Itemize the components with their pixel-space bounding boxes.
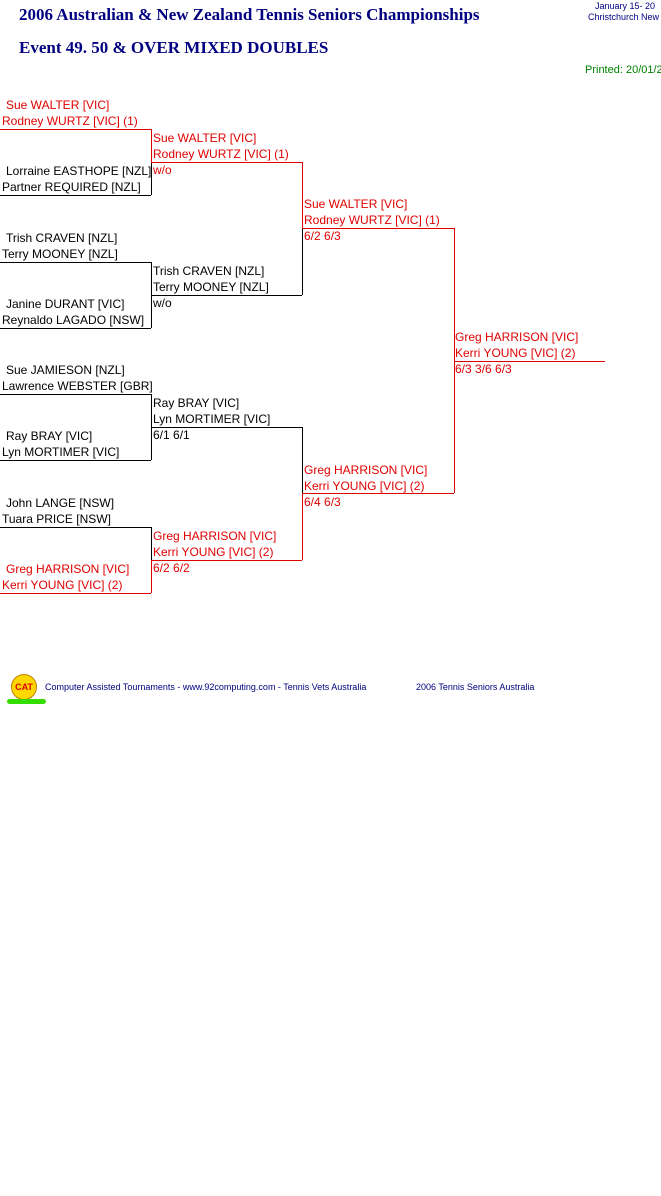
bracket-line [151, 295, 302, 296]
team-player: Rodney WURTZ [VIC] (1) [2, 114, 138, 128]
team-player: Partner REQUIRED [NZL] [2, 180, 141, 194]
bracket-line [151, 427, 302, 428]
bracket-connector [454, 228, 455, 493]
bracket-connector [151, 560, 152, 593]
team-player: Ray BRAY [VIC] [153, 396, 240, 410]
team-player: Trish CRAVEN [NZL] [153, 264, 265, 278]
bracket-line [302, 228, 454, 229]
team-player: Kerri YOUNG [VIC] (2) [455, 346, 576, 360]
cat-logo: CAT [11, 674, 37, 700]
footer-credits: Computer Assisted Tournaments - www.92co… [45, 682, 367, 692]
event-dates: January 15- 20 [595, 1, 656, 11]
team-player: Sue WALTER [VIC] [304, 197, 408, 211]
team-player: Greg HARRISON [VIC] [304, 463, 428, 477]
bracket-line [0, 593, 151, 594]
team-player: Greg HARRISON [VIC] [153, 529, 277, 543]
team-player: Ray BRAY [VIC] [6, 429, 93, 443]
team-player: Janine DURANT [VIC] [6, 297, 125, 311]
match-score: 6/1 6/1 [153, 428, 190, 442]
bracket-connector [151, 129, 152, 162]
bracket-connector [302, 228, 303, 295]
team-player: Terry MOONEY [NZL] [153, 280, 269, 294]
match-score: 6/3 3/6 6/3 [455, 362, 512, 376]
team-player: Sue JAMIESON [NZL] [6, 363, 125, 377]
bracket-line [0, 195, 151, 196]
team-player: Sue WALTER [VIC] [153, 131, 257, 145]
match-score: w/o [153, 296, 172, 310]
team-player: Greg HARRISON [VIC] [455, 330, 579, 344]
printed-date: Printed: 20/01/2 [585, 64, 661, 76]
bracket-connector [302, 427, 303, 493]
match-score: 6/4 6/3 [304, 495, 341, 509]
bracket-line [0, 460, 151, 461]
event-location: Christchurch New [588, 12, 660, 22]
bracket-line [0, 527, 151, 528]
team-player: Greg HARRISON [VIC] [6, 562, 130, 576]
team-player: Lorraine EASTHOPE [NZL] [6, 164, 152, 178]
logo-underline [7, 699, 46, 704]
team-player: Trish CRAVEN [NZL] [6, 231, 118, 245]
bracket-line [0, 394, 151, 395]
team-player: Lyn MORTIMER [VIC] [2, 445, 120, 459]
bracket-connector [151, 527, 152, 560]
match-score: 6/2 6/2 [153, 561, 190, 575]
team-player: Terry MOONEY [NZL] [2, 247, 118, 261]
team-player: Sue WALTER [VIC] [6, 98, 110, 112]
bracket-line [151, 162, 302, 163]
team-player: Kerri YOUNG [VIC] (2) [304, 479, 425, 493]
match-score: w/o [153, 163, 172, 177]
championship-title: 2006 Australian & New Zealand Tennis Sen… [19, 5, 480, 24]
footer-organisation: 2006 Tennis Seniors Australia [416, 682, 535, 692]
team-player: John LANGE [NSW] [6, 496, 115, 510]
bracket-connector [302, 162, 303, 228]
team-player: Lawrence WEBSTER [GBR] [2, 379, 153, 393]
team-player: Kerri YOUNG [VIC] (2) [153, 545, 274, 559]
team-player: Reynaldo LAGADO [NSW] [2, 313, 145, 327]
match-score: 6/2 6/3 [304, 229, 341, 243]
team-player: Rodney WURTZ [VIC] (1) [153, 147, 289, 161]
bracket-line [0, 328, 151, 329]
team-player: Lyn MORTIMER [VIC] [153, 412, 271, 426]
bracket-connector [151, 162, 152, 195]
bracket-line [0, 129, 151, 130]
bracket-line [454, 361, 605, 362]
bracket-connector [302, 493, 303, 560]
event-title: Event 49. 50 & OVER MIXED DOUBLES [19, 38, 329, 57]
bracket-line [302, 493, 454, 494]
bracket-line [151, 560, 302, 561]
team-player: Rodney WURTZ [VIC] (1) [304, 213, 440, 227]
team-player: Kerri YOUNG [VIC] (2) [2, 578, 123, 592]
team-player: Tuara PRICE [NSW] [2, 512, 111, 526]
bracket-line [0, 262, 151, 263]
